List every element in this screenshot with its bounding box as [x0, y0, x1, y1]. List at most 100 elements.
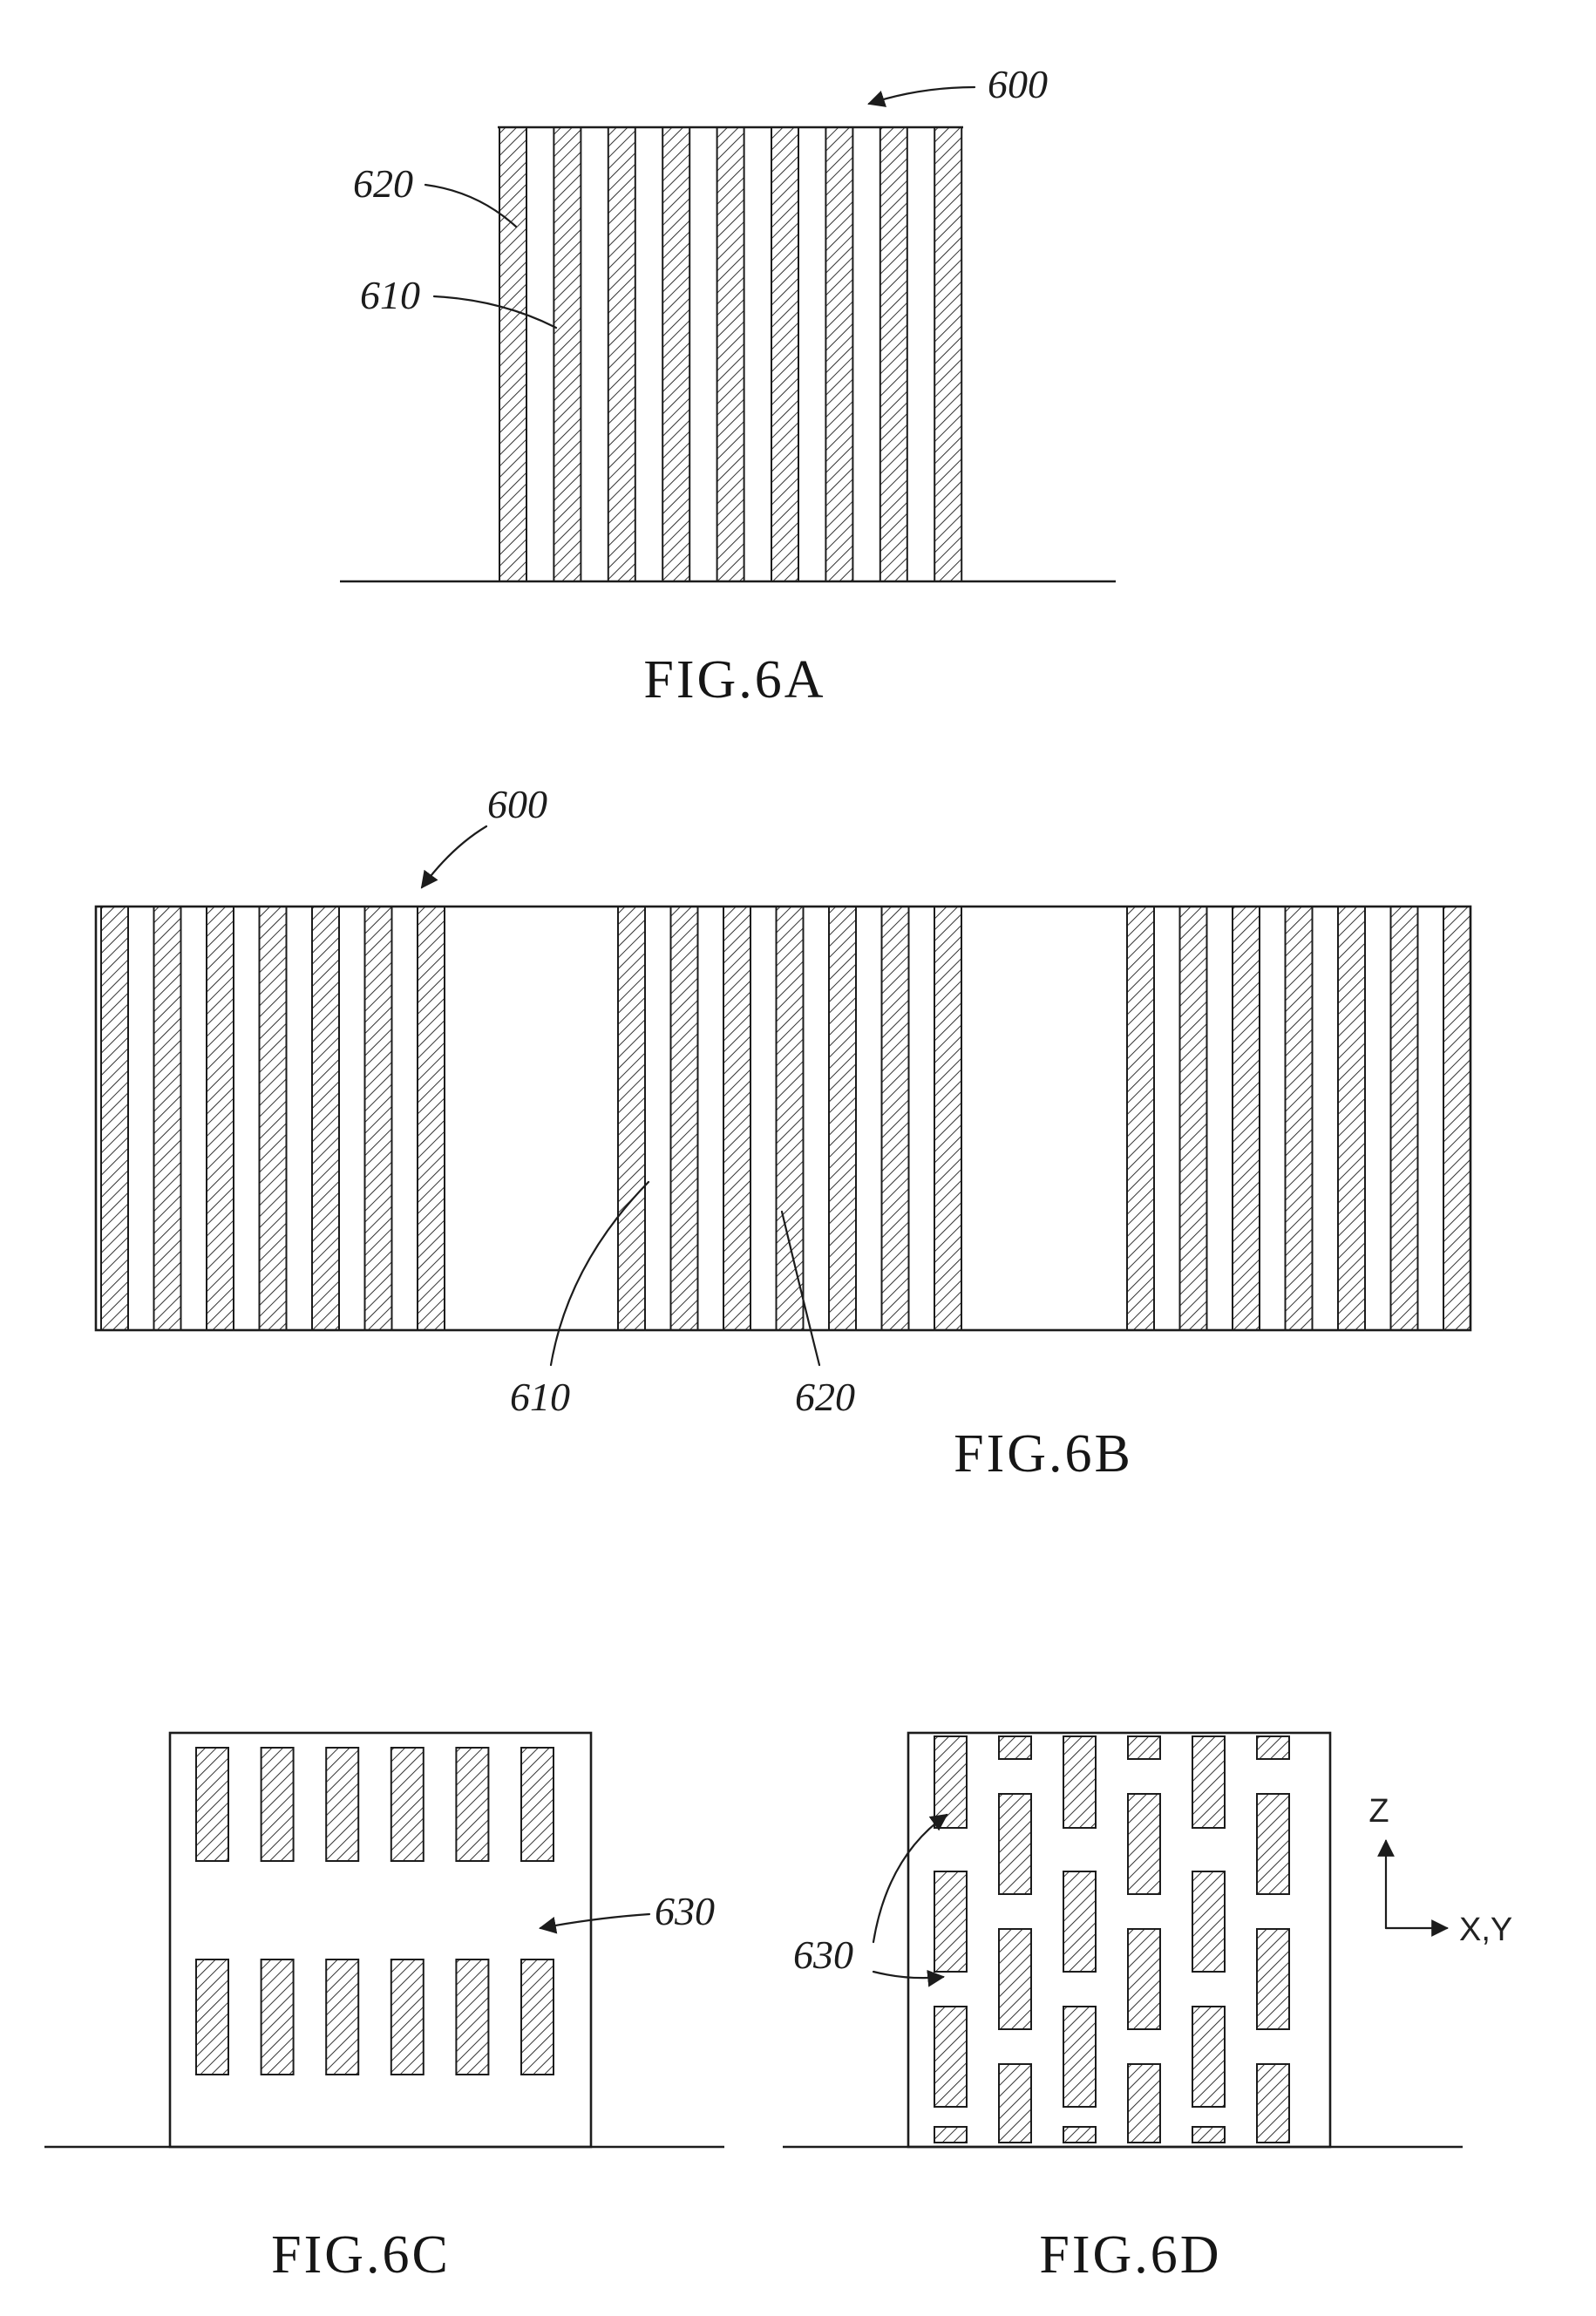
hatched-bar — [828, 906, 857, 1331]
hatched-bar — [998, 1793, 1032, 1895]
hatched-bar — [1192, 1735, 1226, 1829]
hatched-bar — [934, 1871, 968, 1973]
hatched-bar — [1256, 1928, 1290, 2030]
hatched-bar — [1192, 2126, 1226, 2143]
hatched-bar — [325, 1959, 360, 2075]
hatched-bar — [1127, 1793, 1161, 1895]
fig6d-ref-630: 630 — [793, 1932, 853, 1977]
fig6a-leader-600 — [867, 85, 976, 107]
hatched-bar — [153, 906, 182, 1331]
hatched-bar — [1063, 2006, 1097, 2108]
axis-xy-label: X,Y — [1459, 1912, 1512, 1948]
hatched-bar — [934, 126, 963, 582]
fig6b: 600 610 620 FIG.6B — [94, 782, 1472, 1484]
hatched-bar — [1256, 1793, 1290, 1895]
fig6a: 600 620 610 FIG.6A — [340, 62, 1116, 710]
hatched-bar — [311, 906, 340, 1331]
axis-indicator: Z X,Y — [1368, 1793, 1512, 1948]
fig6b-leader-610 — [549, 1180, 650, 1367]
fig6b-bars — [100, 906, 1471, 1331]
hatched-bar — [1178, 906, 1208, 1331]
fig6a-caption: FIG.6A — [643, 650, 825, 710]
hatched-bar — [825, 126, 854, 582]
hatched-bar — [1284, 906, 1314, 1331]
hatched-bar — [723, 906, 751, 1331]
hatched-bar — [455, 1747, 490, 1862]
hatched-bar — [258, 906, 288, 1331]
fig6c-outline — [168, 1731, 593, 2149]
fig6c-leader-630 — [539, 1912, 651, 1934]
hatched-bar — [669, 906, 699, 1331]
hatched-bar — [455, 1959, 490, 2075]
fig6c-ref-630: 630 — [655, 1889, 715, 1933]
hatched-bar — [775, 906, 805, 1331]
hatched-bar — [195, 1959, 229, 2075]
hatched-bar — [363, 906, 393, 1331]
hatched-bar — [934, 906, 962, 1331]
hatched-bar — [390, 1747, 424, 1862]
hatched-bar — [716, 126, 745, 582]
fig6d-bars — [934, 1735, 1290, 2143]
hatched-bar — [520, 1747, 554, 1862]
hatched-bar — [1127, 1735, 1161, 1760]
axis-z-label: Z — [1368, 1793, 1389, 1830]
hatched-bar — [325, 1747, 360, 1862]
fig6c-bars — [195, 1747, 554, 2075]
fig6c: 630 FIG.6C — [44, 1731, 724, 2285]
fig6c-caption: FIG.6C — [271, 2225, 451, 2285]
hatched-bar — [607, 126, 636, 582]
fig6b-caption: FIG.6B — [954, 1424, 1133, 1484]
hatched-bar — [206, 906, 234, 1331]
hatched-bar — [417, 906, 445, 1331]
hatched-bar — [1063, 1871, 1097, 1973]
hatched-bar — [617, 906, 646, 1331]
fig6a-ref-600: 600 — [988, 62, 1048, 106]
hatched-bar — [998, 2063, 1032, 2143]
hatched-bar — [1127, 2063, 1161, 2143]
hatched-bar — [100, 906, 129, 1331]
hatched-bar — [1192, 1871, 1226, 1973]
hatched-bar — [1443, 906, 1471, 1331]
hatched-bar — [260, 1747, 295, 1862]
hatched-bar — [520, 1959, 554, 2075]
fig6a-leader-620 — [424, 183, 518, 228]
fig6b-leader-600 — [420, 825, 488, 889]
fig6b-leader-620 — [780, 1210, 821, 1367]
hatched-bar — [260, 1959, 295, 2075]
fig6b-ref-610: 610 — [510, 1375, 570, 1419]
fig6b-ref-600: 600 — [487, 782, 547, 826]
fig6d-leader-630-lower — [872, 1969, 945, 1987]
hatched-bar — [1256, 1735, 1290, 1760]
hatched-bar — [934, 2006, 968, 2108]
hatched-bar — [1337, 906, 1366, 1331]
hatched-bar — [1063, 1735, 1097, 1829]
fig6a-ref-620: 620 — [353, 161, 413, 206]
fig6d-leader-630-upper — [872, 1813, 948, 1944]
hatched-bar — [934, 2126, 968, 2143]
hatched-bar — [390, 1959, 424, 2075]
hatched-bar — [662, 126, 691, 582]
fig6b-ref-620: 620 — [795, 1375, 855, 1419]
hatched-bar — [1126, 906, 1155, 1331]
hatched-bar — [1127, 1928, 1161, 2030]
hatched-bar — [879, 126, 908, 582]
hatched-bar — [1063, 2126, 1097, 2143]
hatched-bar — [499, 126, 527, 582]
fig6d-outline — [907, 1731, 1332, 2149]
fig6d: 630 FIG.6D Z X,Y — [783, 1731, 1512, 2285]
hatched-bar — [1389, 906, 1419, 1331]
hatched-bar — [1192, 2006, 1226, 2108]
hatched-bar — [934, 1735, 968, 1829]
hatched-bar — [1232, 906, 1260, 1331]
fig6a-bars — [499, 126, 963, 582]
hatched-bar — [553, 126, 582, 582]
hatched-bar — [1256, 2063, 1290, 2143]
fig6a-ref-610: 610 — [360, 273, 420, 317]
hatched-bar — [880, 906, 910, 1331]
hatched-bar — [771, 126, 799, 582]
hatched-bar — [998, 1928, 1032, 2030]
fig6d-caption: FIG.6D — [1039, 2225, 1221, 2285]
hatched-bar — [998, 1735, 1032, 1760]
